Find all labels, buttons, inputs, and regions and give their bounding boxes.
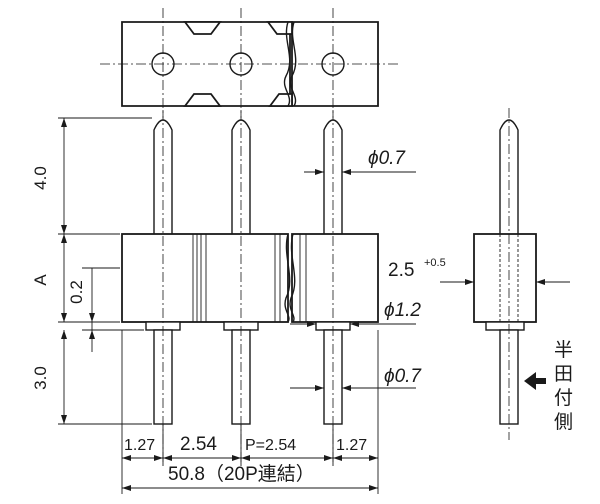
- top-break-line: [283, 21, 291, 107]
- horizontal-dimensions: [121, 330, 379, 494]
- housing-right: [291, 233, 379, 323]
- solder-side-arrow: [524, 372, 546, 390]
- side-view: [440, 108, 570, 440]
- dim-A-label: A: [31, 274, 50, 286]
- phi-0-7-bottom-label: ϕ0.7: [384, 366, 422, 387]
- side-housing: [473, 233, 537, 323]
- solder-side-char-4: 側: [554, 411, 573, 433]
- dim-0-2-label: 0.2: [67, 280, 86, 304]
- phi-0-7-top-label: ϕ0.7: [368, 148, 406, 169]
- housing-left: [121, 233, 289, 323]
- diameter-callouts: [290, 169, 416, 391]
- dim-3-0-label: 3.0: [31, 366, 50, 390]
- pitch-p-label: P=2.54: [245, 437, 296, 454]
- dim-2-5-label: 2.5: [388, 260, 414, 281]
- top-view: [100, 8, 400, 118]
- phi-1-2-label: ϕ1.2: [384, 300, 421, 321]
- dim-2-5-tolerance: +0.5: [424, 257, 446, 269]
- solder-side-label: 半 田 付 側: [554, 339, 573, 433]
- dim-4-0-label: 4.0: [31, 166, 50, 190]
- pitch-1-27-left-label: 1.27: [124, 437, 155, 454]
- pitch-2-54-label: 2.54: [180, 434, 217, 455]
- pitch-1-27-right-label: 1.27: [336, 437, 367, 454]
- solder-side-char-1: 半: [554, 339, 573, 361]
- front-view: [121, 110, 379, 464]
- solder-side-char-3: 付: [554, 387, 573, 409]
- vertical-dimensions: [58, 117, 152, 425]
- total-length-label: 50.8（20P連結）: [168, 463, 315, 485]
- solder-side-char-2: 田: [554, 364, 573, 385]
